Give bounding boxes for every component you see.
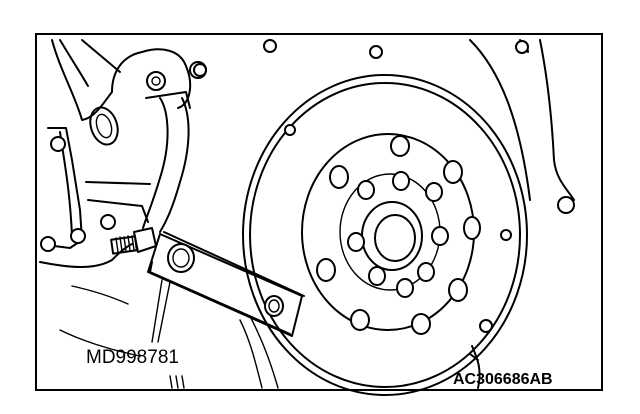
flywheel [242,74,528,396]
leader-lines [151,279,279,389]
tool-part-number: MD998781 [86,347,179,368]
flywheel-stopper-tool [147,231,305,337]
figure-frame [35,33,603,391]
figure-id: AC306686AB [453,371,553,388]
